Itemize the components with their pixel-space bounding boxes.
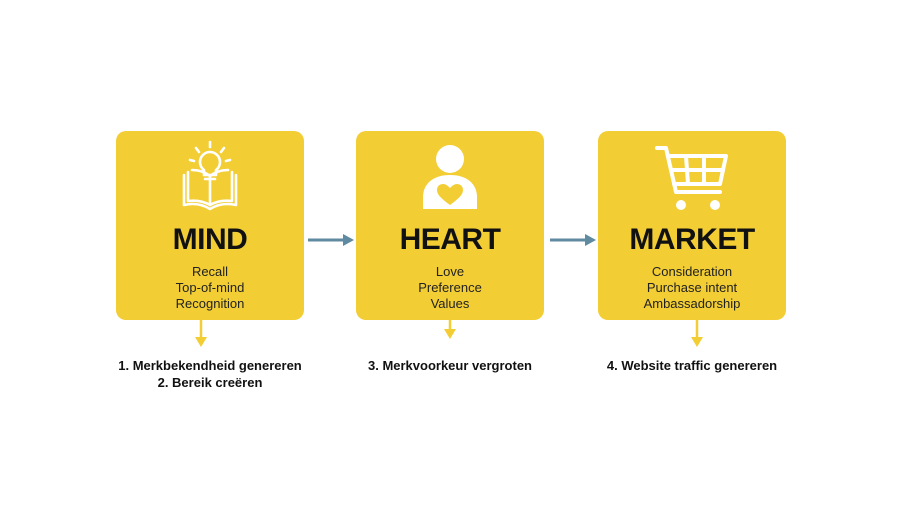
- book-lightbulb-icon: [178, 139, 242, 220]
- arrow-right-icon: [308, 234, 354, 246]
- stage-line: Top-of-mind: [175, 280, 245, 295]
- goal-line: 3. Merkvoorkeur vergroten: [367, 358, 532, 373]
- stage-card-market: MARKET Consideration Purchase intent Amb…: [598, 131, 786, 320]
- stage-line: Recognition: [175, 296, 245, 311]
- arrow-down-icon: [195, 320, 207, 347]
- arrow-right-icon: [550, 234, 596, 246]
- arrow-down-icon: [691, 320, 703, 347]
- stage-lines: Love Preference Values: [356, 264, 544, 312]
- shopping-cart-icon: [654, 143, 730, 220]
- stage-line: Purchase intent: [646, 280, 738, 295]
- stage-title: MARKET: [629, 223, 755, 256]
- stage-line: Values: [430, 296, 470, 311]
- stage-title: HEART: [399, 223, 501, 256]
- goal-text-mind: 1. Merkbekendheid genereren 2. Bereik cr…: [100, 357, 320, 391]
- goal-text-heart: 3. Merkvoorkeur vergroten: [340, 357, 560, 374]
- goal-line: 4. Website traffic genereren: [606, 358, 778, 373]
- stage-title: MIND: [172, 223, 248, 256]
- goal-line: 2. Bereik creëren: [157, 375, 263, 390]
- stage-line: Love: [435, 264, 465, 279]
- arrow-down-icon: [444, 320, 456, 339]
- stage-line: Ambassadorship: [643, 296, 741, 311]
- goal-text-market: 4. Website traffic genereren: [582, 357, 802, 374]
- stage-lines: Consideration Purchase intent Ambassador…: [598, 264, 786, 312]
- stage-line: Consideration: [651, 264, 733, 279]
- stage-line: Preference: [418, 280, 482, 295]
- goal-line: 1. Merkbekendheid genereren: [118, 358, 302, 373]
- person-heart-icon: [419, 143, 481, 216]
- stage-card-mind: MIND Recall Top-of-mind Recognition: [116, 131, 304, 320]
- stage-line: Recall: [191, 264, 229, 279]
- stage-lines: Recall Top-of-mind Recognition: [116, 264, 304, 312]
- stage-card-heart: HEART Love Preference Values: [356, 131, 544, 320]
